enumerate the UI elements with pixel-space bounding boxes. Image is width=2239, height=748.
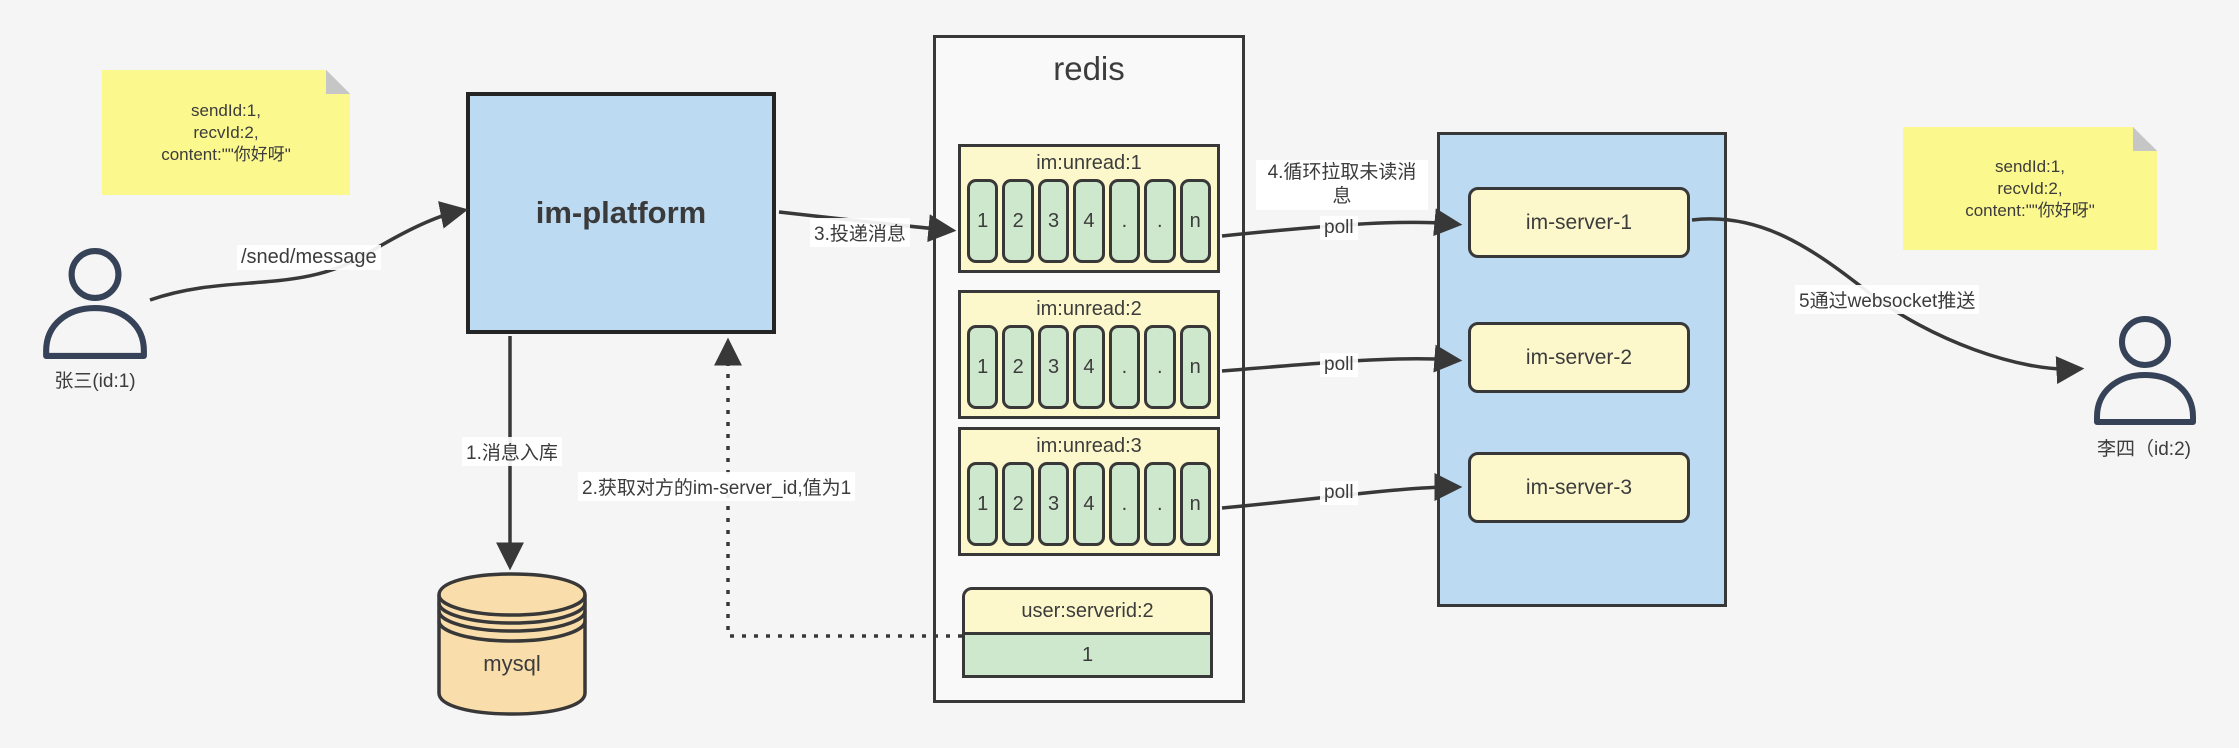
redis-queue-unread-2: im:unread:2 1 2 3 4 . . n [958, 290, 1220, 419]
im-server-label: im-server-3 [1525, 475, 1633, 499]
queue-cell: 2 [1002, 325, 1034, 409]
queue-cell: 4 [1073, 179, 1105, 263]
kv-header: user:serverid:2 [962, 587, 1213, 635]
queue-header: im:unread:2 [1036, 298, 1142, 320]
redis-kv-user-serverid: user:serverid:2 1 [962, 587, 1213, 678]
queue-cell: . [1144, 325, 1176, 409]
im-server-1-box: im-server-1 [1468, 187, 1690, 258]
im-platform-box: im-platform [466, 92, 776, 334]
sticky-note-right: sendId:1, recvId:2, content:""你好呀" [1903, 127, 2157, 250]
queue-cell: 1 [967, 179, 999, 263]
edge-label-pull: 4.循环拉取未读消息 [1256, 160, 1428, 210]
redis-container: redis im:unread:1 1 2 3 4 . . n im:unrea… [933, 35, 1245, 703]
kv-value: 1 [962, 635, 1213, 678]
edge-label-poll-2: poll [1320, 353, 1358, 377]
queue-cell: 4 [1073, 462, 1105, 546]
queue-cell: 2 [1002, 179, 1034, 263]
queue-cells: 1 2 3 4 . . n [961, 179, 1217, 270]
sticky-note-left: sendId:1, recvId:2, content:""你好呀" [102, 70, 350, 195]
redis-queue-unread-1: im:unread:1 1 2 3 4 . . n [958, 144, 1220, 273]
note-line: sendId:1, [1995, 156, 2065, 176]
im-server-label: im-server-1 [1525, 210, 1633, 234]
person-receiver-icon [2094, 316, 2196, 425]
queue-cell: n [1179, 462, 1211, 546]
queue-cells: 1 2 3 4 . . n [961, 462, 1217, 553]
note-line: recvId:2, [1997, 178, 2063, 198]
edge-label-deliver: 3.投递消息 [810, 218, 910, 247]
queue-cells: 1 2 3 4 . . n [961, 325, 1217, 416]
queue-header: im:unread:3 [1036, 435, 1142, 457]
edge-label-send: /sned/message [237, 245, 381, 270]
note-line: content:""你好呀" [161, 144, 291, 164]
edge-label-poll-1: poll [1320, 216, 1358, 240]
queue-cell: . [1144, 179, 1176, 263]
im-server-2-box: im-server-2 [1468, 322, 1690, 393]
redis-queue-unread-3: im:unread:3 1 2 3 4 . . n [958, 427, 1220, 556]
queue-cell: . [1144, 462, 1176, 546]
note-fold-corner [326, 70, 350, 94]
edge-label-store: 1.消息入库 [462, 437, 562, 466]
queue-cell: 1 [967, 325, 999, 409]
person-sender-icon [43, 248, 147, 359]
mysql-label: mysql [483, 651, 540, 676]
queue-cell: . [1108, 179, 1141, 263]
queue-cell: 1 [967, 462, 999, 546]
im-platform-label: im-platform [535, 195, 707, 230]
queue-cell: 3 [1037, 179, 1070, 263]
queue-cell: . [1108, 325, 1141, 409]
note-line: sendId:1, [191, 100, 261, 120]
im-server-3-box: im-server-3 [1468, 452, 1690, 523]
queue-cell: n [1179, 179, 1211, 263]
im-server-cluster: im-server-1 im-server-2 im-server-3 [1437, 132, 1727, 607]
queue-cell: . [1108, 462, 1141, 546]
redis-title: redis [1053, 50, 1125, 87]
queue-cell: 4 [1073, 325, 1105, 409]
queue-cell: 2 [1002, 462, 1034, 546]
edge-label-lookup: 2.获取对方的im-server_id,值为1 [578, 472, 856, 501]
queue-cell: n [1179, 325, 1211, 409]
person-receiver-label: 李四（id:2) [2097, 439, 2191, 460]
queue-header: im:unread:1 [1036, 152, 1142, 174]
mysql-database-icon: mysql [437, 572, 587, 716]
note-line: recvId:2, [193, 122, 259, 142]
person-sender-label: 张三(id:1) [54, 371, 136, 392]
im-server-label: im-server-2 [1525, 345, 1633, 369]
edge-label-push: 5通过websocket推送 [1795, 285, 1980, 314]
edge-label-poll-3: poll [1320, 481, 1358, 505]
queue-cell: 3 [1037, 325, 1070, 409]
note-line: content:""你好呀" [1965, 200, 2095, 220]
note-fold-corner [2133, 127, 2157, 151]
queue-cell: 3 [1037, 462, 1070, 546]
